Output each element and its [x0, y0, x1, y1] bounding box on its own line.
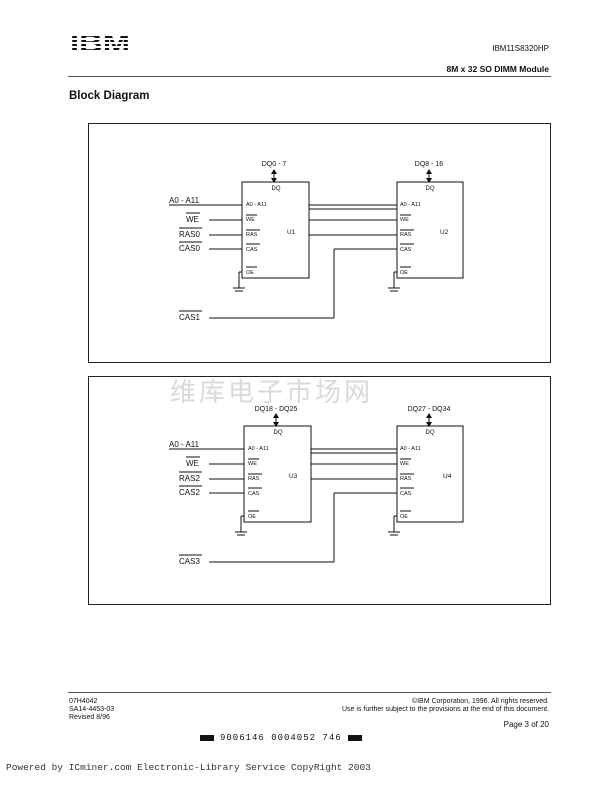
chip-u4 — [396, 425, 464, 523]
copyright-line: ©IBM Corporation, 1996. All rights reser… — [411, 698, 549, 705]
svg-text:RAS: RAS — [400, 232, 412, 238]
chip-u1 — [241, 181, 310, 279]
chip-ref-u3: U3 — [289, 473, 298, 480]
signal-we: WE — [186, 215, 199, 224]
signal-cas-2: CAS2 — [179, 488, 200, 497]
part-number: IBM11S8320HP — [492, 44, 549, 53]
svg-text:OE: OE — [400, 270, 408, 276]
doc-revised-date: Revised 8/96 — [69, 714, 110, 721]
svg-text:A0 - A11: A0 - A11 — [400, 446, 421, 452]
block-diagram-1: DQ0 - 7 DQ8 - 16 A0 - A11 WE RAS0 CAS0 C… — [88, 123, 551, 363]
chip-u3 — [243, 425, 312, 523]
dq-label-3: DQ18 - DQ25 — [255, 406, 298, 413]
svg-text:A0 - A11: A0 - A11 — [248, 446, 269, 452]
signal-addr-2: A0 - A11 — [169, 440, 200, 449]
svg-text:DQ: DQ — [272, 186, 281, 192]
svg-text:CAS: CAS — [400, 247, 412, 253]
svg-text:WE: WE — [400, 461, 409, 467]
footer-doc-info: 07H4042 SA14-4453-03 Revised 8/96 — [69, 698, 114, 722]
svg-text:OE: OE — [248, 514, 256, 520]
svg-text:CAS: CAS — [400, 491, 412, 497]
header-rule — [68, 76, 551, 77]
svg-text:RAS: RAS — [400, 476, 412, 482]
chip-ref-u1: U1 — [287, 229, 296, 236]
chip-ref-u4: U4 — [443, 473, 452, 480]
watermark-text: 维库电子市场网 — [170, 378, 374, 408]
footer-rule — [68, 692, 551, 693]
ibm-logo: IBM — [70, 32, 130, 54]
svg-text:DQ: DQ — [426, 186, 435, 192]
svg-text:A0 - A11: A0 - A11 — [400, 202, 421, 208]
page-number: Page 3 of 20 — [503, 720, 549, 729]
svg-text:WE: WE — [246, 217, 255, 223]
doc-number: 07H4042 — [69, 698, 98, 705]
svg-text:OE: OE — [246, 270, 254, 276]
signal-ras: RAS0 — [179, 230, 200, 239]
signal-cas: CAS0 — [179, 244, 200, 253]
svg-text:WE: WE — [400, 217, 409, 223]
chip-u2 — [396, 181, 464, 279]
svg-text:WE: WE — [248, 461, 257, 467]
svg-text:RAS: RAS — [248, 476, 260, 482]
svg-text:CAS: CAS — [248, 491, 260, 497]
barcode-mark-right — [347, 735, 362, 741]
footer-copyright: ©IBM Corporation, 1996. All rights reser… — [342, 698, 549, 714]
diagram-1-svg: DQ0 - 7 DQ8 - 16 A0 - A11 WE RAS0 CAS0 C… — [169, 161, 464, 322]
svg-text:RAS: RAS — [246, 232, 258, 238]
svg-text:CAS: CAS — [246, 247, 258, 253]
usage-notice: Use is further subject to the provisions… — [342, 706, 549, 713]
dq-label-2: DQ8 - 16 — [415, 161, 444, 168]
barcode-strip: 9006146 0004052 746 — [200, 732, 380, 744]
section-heading: Block Diagram — [69, 90, 150, 102]
chip-ref-u2: U2 — [440, 229, 449, 236]
product-title: 8M x 32 SO DIMM Module — [446, 64, 550, 74]
svg-text:A0 - A11: A0 - A11 — [246, 202, 267, 208]
barcode-number: 9006146 0004052 746 — [220, 733, 342, 743]
signal-ras-2: RAS2 — [179, 474, 200, 483]
diagram-2-svg: DQ18 - DQ25 DQ27 - DQ34 A0 - A11 WE RAS2… — [169, 406, 464, 566]
signal-cas-extra-2: CAS3 — [179, 557, 200, 566]
signal-cas-extra: CAS1 — [179, 313, 200, 322]
svg-text:OE: OE — [400, 514, 408, 520]
powered-by-text: Powered by ICminer.com Electronic-Librar… — [6, 762, 371, 773]
doc-revision-code: SA14-4453-03 — [69, 706, 115, 713]
barcode-mark-left — [200, 735, 214, 741]
signal-addr: A0 - A11 — [169, 196, 200, 205]
dq-label-1: DQ0 - 7 — [262, 161, 287, 168]
dq-label-4: DQ27 - DQ34 — [408, 406, 451, 413]
signal-we-2: WE — [186, 459, 199, 468]
svg-text:DQ: DQ — [274, 430, 283, 436]
block-diagram-2: DQ18 - DQ25 DQ27 - DQ34 A0 - A11 WE RAS2… — [88, 376, 551, 605]
svg-text:DQ: DQ — [426, 430, 435, 436]
